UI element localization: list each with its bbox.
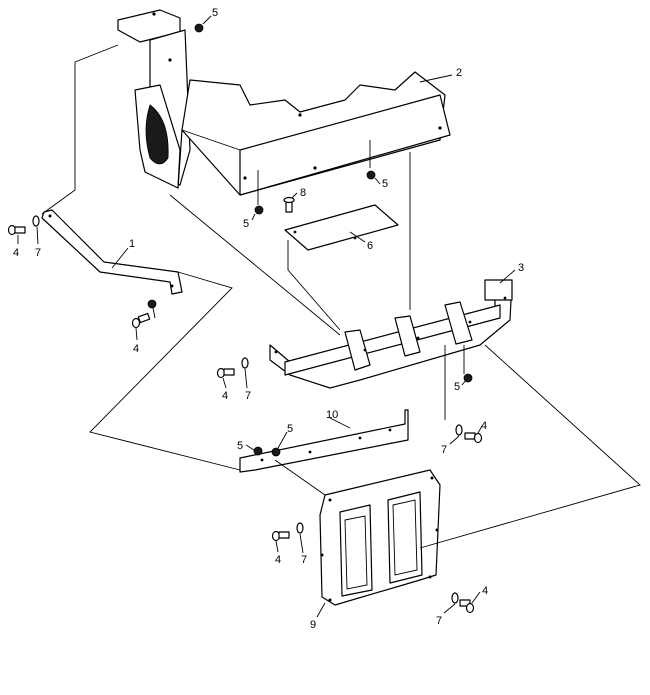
- callout-10: 10: [326, 409, 338, 421]
- callout-2: 2: [456, 67, 462, 79]
- callout-8: 8: [300, 187, 306, 199]
- callout-5: 5: [237, 440, 243, 452]
- leader-lines: [17, 15, 516, 618]
- callout-4: 4: [13, 247, 19, 259]
- part-1-arm-bracket: [41, 209, 183, 295]
- part-2-housing: [117, 9, 451, 196]
- callout-5: 5: [454, 381, 460, 393]
- callout-7: 7: [441, 444, 447, 456]
- part-6-cover-plate: [284, 204, 399, 251]
- callout-4: 4: [481, 420, 487, 432]
- part-10-strip: [239, 409, 409, 473]
- part-3-frame-tray: [269, 279, 513, 389]
- callout-7: 7: [301, 554, 307, 566]
- callout-7: 7: [35, 247, 41, 259]
- callout-5: 5: [212, 7, 218, 19]
- callout-4: 4: [482, 585, 488, 597]
- assembly-lines: [41, 44, 641, 549]
- callout-1: 1: [129, 238, 135, 250]
- callout-9: 9: [310, 619, 316, 631]
- callout-5: 5: [382, 178, 388, 190]
- callout-3: 3: [518, 262, 524, 274]
- callout-4: 4: [275, 554, 281, 566]
- part-9-access-panel: [319, 469, 441, 606]
- callout-labels: 5 2 5 8 5 6 1 4 7 3 4 4 7 5 10 5 5 7 4 4…: [13, 7, 524, 631]
- callout-5: 5: [243, 218, 249, 230]
- callout-4: 4: [222, 390, 228, 402]
- callout-4: 4: [133, 343, 139, 355]
- callout-5: 5: [287, 423, 293, 435]
- hardware-fasteners: [7, 23, 483, 614]
- callout-6: 6: [367, 240, 373, 252]
- callout-7: 7: [436, 615, 442, 627]
- callout-7: 7: [245, 390, 251, 402]
